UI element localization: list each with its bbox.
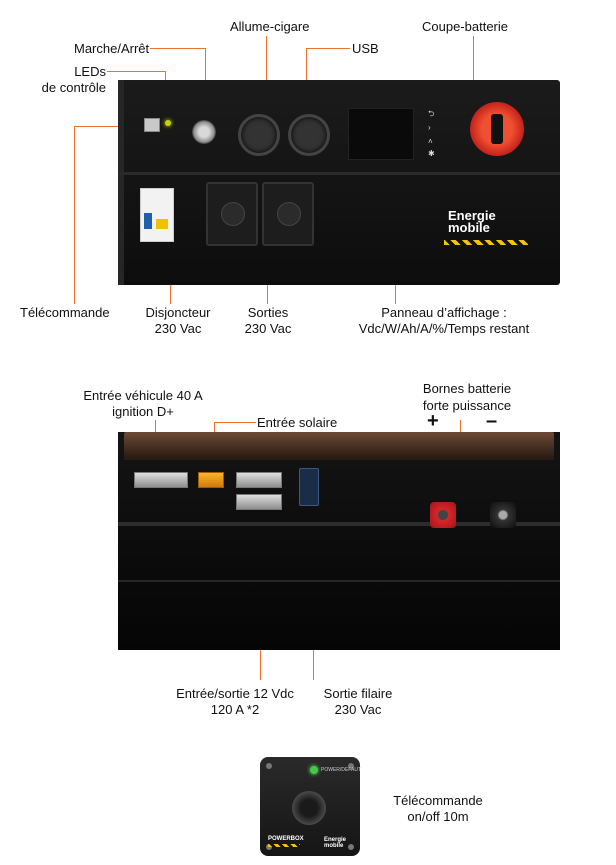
- anderson-vehicle-input: [134, 472, 188, 488]
- label-entree-solaire: Entrée solaire: [257, 415, 338, 430]
- powerbox-front: ⮌ › ˄ ✱ Energie mobile: [118, 80, 560, 285]
- label-telecommande: Télécommande: [20, 305, 110, 320]
- power-switch: [192, 120, 216, 144]
- label-bornes-line2: forte puissance: [422, 398, 512, 413]
- minus-sign: –: [486, 410, 498, 432]
- remote-brand: Energie mobile: [324, 837, 347, 849]
- ac-outlet-2: [262, 182, 314, 246]
- anderson-12v-2: [236, 494, 282, 510]
- label-entree-sortie-line1: Entrée/sortie 12 Vdc: [176, 686, 294, 701]
- remote-port: [144, 118, 160, 132]
- battery-terminal-positive: [430, 502, 456, 528]
- hazard-stripe: [444, 240, 528, 245]
- leader-entree-solaire: [214, 422, 256, 423]
- plus-sign: +: [427, 410, 439, 432]
- powerbox-side: [118, 432, 560, 650]
- usb-socket: [288, 114, 330, 156]
- label-telecommande-remote-line1: Télécommande: [393, 793, 483, 808]
- leader-usb: [306, 48, 350, 49]
- anderson-12v-1: [236, 472, 282, 488]
- label-entree-vehicule-line1: Entrée véhicule 40 A: [83, 388, 203, 403]
- label-sorties-line1: Sorties: [247, 305, 289, 320]
- leader-leds: [107, 71, 165, 72]
- ac-outlet-1: [206, 182, 258, 246]
- battery-terminal-negative: [490, 502, 516, 528]
- label-panneau-line1: Panneau d’affichage :: [381, 305, 507, 320]
- label-disjoncteur-line2: 230 Vac: [154, 321, 202, 336]
- label-leds-line2: de contrôle: [41, 80, 106, 95]
- remote-powerbox-label: POWERBOX: [268, 836, 304, 842]
- remote-power-label: POWER/DEFAUT: [321, 767, 362, 773]
- leader-coupe-batterie: [473, 36, 474, 118]
- label-entree-sortie-line2: 120 A *2: [210, 702, 260, 717]
- label-entree-vehicule-line2: ignition D+: [112, 404, 174, 419]
- control-led: [165, 120, 171, 126]
- leader-telecommande: [74, 126, 152, 127]
- battery-cutoff-switch: [470, 102, 524, 156]
- label-sorties-line2: 230 Vac: [244, 321, 292, 336]
- label-coupe-batterie: Coupe-batterie: [422, 19, 508, 34]
- label-usb: USB: [352, 41, 379, 56]
- remote-led: [310, 766, 318, 774]
- leader-marche-arret: [150, 48, 205, 49]
- remote-knob: [292, 791, 326, 825]
- label-marche-arret: Marche/Arrêt: [74, 41, 150, 56]
- label-telecommande-remote-line2: on/off 10m: [407, 809, 469, 824]
- wired-output-connector: [299, 468, 319, 506]
- brand-logo: Energie mobile: [448, 208, 496, 235]
- cigarette-socket: [238, 114, 280, 156]
- label-sortie-filaire-line2: 230 Vac: [334, 702, 382, 717]
- circuit-breaker: [140, 188, 174, 242]
- label-allume-cigare: Allume-cigare: [230, 19, 310, 34]
- remote-control: POWER/DEFAUT POWERBOX Energie mobile: [260, 757, 362, 856]
- label-disjoncteur-line1: Disjoncteur: [145, 305, 211, 320]
- label-leds-line1: LEDs: [74, 64, 106, 79]
- label-panneau-line2: Vdc/W/Ah/A/%/Temps restant: [358, 321, 530, 336]
- display-panel: [348, 108, 414, 160]
- label-bornes-line1: Bornes batterie: [422, 381, 512, 396]
- label-sortie-filaire-line1: Sortie filaire: [323, 686, 393, 701]
- anderson-solar-input: [198, 472, 224, 488]
